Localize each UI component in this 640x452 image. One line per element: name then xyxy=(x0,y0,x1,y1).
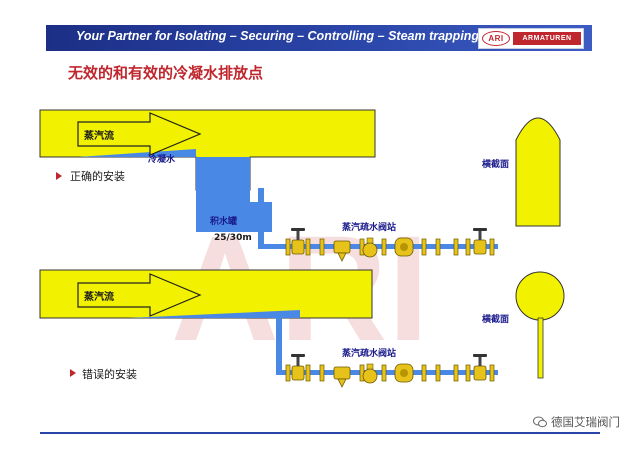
drain-riser-bottom xyxy=(276,312,282,370)
install-label-top: 正确的安装 xyxy=(70,169,125,183)
drain-line-top xyxy=(258,244,498,249)
wechat-watermark: 德国艾瑞阀门 xyxy=(533,414,620,430)
cross-section-label-bottom: 横截面 xyxy=(482,313,509,325)
cross-section-drain-bottom xyxy=(537,317,544,379)
slide-title: 无效的和有效的冷凝水排放点 xyxy=(68,64,264,82)
cross-section-label-top: 横截面 xyxy=(482,158,509,170)
header-tagline: Your Partner for Isolating – Securing – … xyxy=(76,29,480,43)
ari-armaturen-logo: ARI ARMATUREN xyxy=(478,28,584,49)
drain-line-bottom xyxy=(276,370,498,375)
condensate-layer-top xyxy=(78,149,196,157)
bottom-rule xyxy=(40,432,600,434)
steam-flow-label-bottom: 蒸汽流 xyxy=(84,290,114,303)
trap-station-label-bottom: 蒸汽疏水阀站 xyxy=(342,347,396,359)
wechat-icon xyxy=(533,416,547,428)
collector-upper xyxy=(196,157,250,190)
right-triangle-bullet-icon xyxy=(70,369,76,377)
cross-section-bottom xyxy=(515,271,565,321)
cross-section-top xyxy=(515,117,561,227)
drain-riser-top xyxy=(258,188,264,244)
steam-flow-arrow-top xyxy=(77,112,202,156)
collector-size-label: 25/30m xyxy=(214,233,252,243)
steam-flow-arrow-bottom xyxy=(77,273,202,317)
logo-text: ARMATUREN xyxy=(513,32,581,45)
condensate-label: 冷凝水 xyxy=(148,153,176,165)
condensate-layer-bottom xyxy=(128,310,300,318)
steam-flow-label-top: 蒸汽流 xyxy=(84,129,114,142)
header-banner: Your Partner for Isolating – Securing – … xyxy=(46,25,592,51)
right-triangle-bullet-icon xyxy=(56,172,62,180)
install-label-bottom: 错误的安装 xyxy=(82,367,137,381)
collector-neck xyxy=(196,190,250,202)
wechat-account: 德国艾瑞阀门 xyxy=(551,415,620,429)
trap-station-label-top: 蒸汽疏水阀站 xyxy=(342,221,396,233)
collector-label: 积水罐 xyxy=(210,215,237,227)
logo-mark: ARI xyxy=(482,31,510,46)
